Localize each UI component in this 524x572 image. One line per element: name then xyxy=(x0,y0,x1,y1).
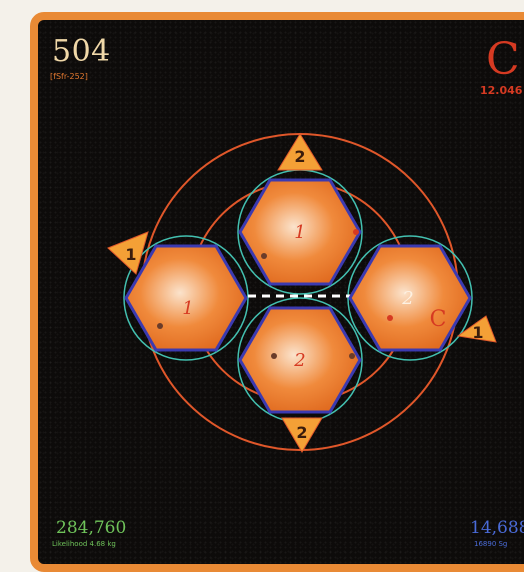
triangle-label-bottom: 2 xyxy=(296,423,307,442)
top-subtext: [fSfr-252] xyxy=(50,72,88,81)
triangle-bottom xyxy=(281,417,323,453)
hexagon-label-top: 1 xyxy=(294,222,305,243)
bottom-left-subtext: Likelihood 4.68 kg xyxy=(52,540,116,548)
node-dot xyxy=(387,315,393,321)
teal-circle-right xyxy=(347,235,473,361)
hexagon-left xyxy=(124,244,248,352)
hexagon-label-bottom: 2 xyxy=(293,350,305,371)
triangle-right xyxy=(456,315,497,343)
hexagon-label-right: 2 xyxy=(401,288,413,309)
triangle-top xyxy=(277,133,323,171)
element-mass: 12.046 xyxy=(480,84,523,97)
element-symbol: C xyxy=(486,34,520,85)
node-dot xyxy=(261,253,267,259)
hexagon-right xyxy=(348,244,472,352)
element-card: 1 1 2 2 C 2 1 1 2 504 [fSfr-252] C 12.04… xyxy=(30,12,524,572)
triangle-left xyxy=(107,231,149,275)
node-dot xyxy=(271,353,277,359)
hexagon-top xyxy=(238,178,362,286)
triangle-label-top: 2 xyxy=(294,147,305,166)
molecule-diagram: 1 1 2 2 C 2 1 1 2 xyxy=(107,133,497,453)
bottom-left-number: 284,760 xyxy=(56,518,127,538)
triangle-label-right: 1 xyxy=(472,323,483,342)
node-dot xyxy=(157,323,163,329)
node-dot xyxy=(353,229,359,235)
node-dot xyxy=(349,353,355,359)
bottom-right-number: 14,688 xyxy=(470,518,524,538)
hexagon-bottom xyxy=(238,306,362,414)
inner-symbol: C xyxy=(430,307,447,332)
triangle-label-left: 1 xyxy=(125,245,136,264)
top-number: 504 xyxy=(52,34,111,69)
teal-circle-left xyxy=(123,235,249,361)
hexagon-label-left: 1 xyxy=(182,298,193,319)
bottom-right-subtext: 16890 Sg xyxy=(474,540,508,548)
